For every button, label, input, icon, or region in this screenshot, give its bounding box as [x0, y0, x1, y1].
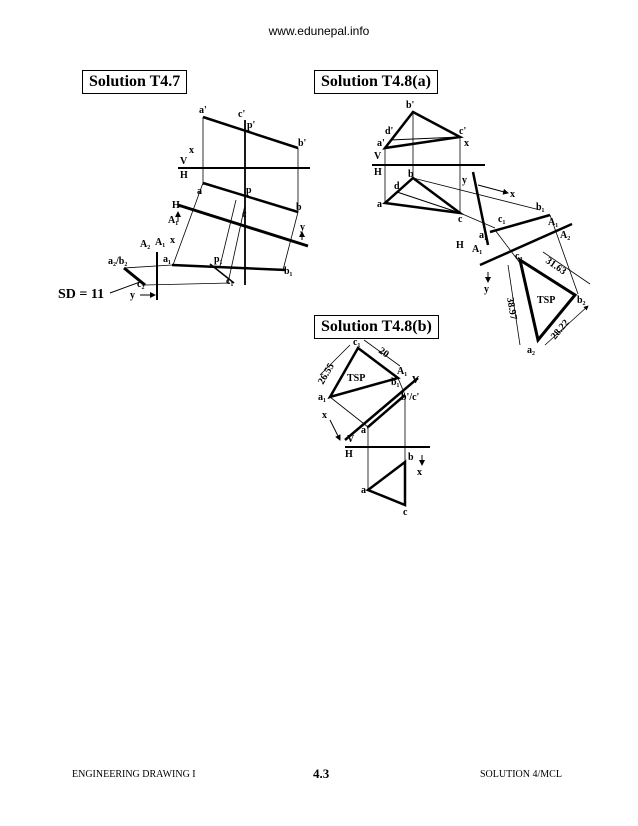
label-p-prime: p': [247, 120, 256, 131]
label-a: a: [197, 186, 202, 197]
footer-left: ENGINEERING DRAWING I: [72, 769, 196, 780]
label-b: b: [408, 452, 414, 463]
label-c: c: [242, 209, 247, 220]
label-b-prime: b': [298, 138, 307, 149]
label-tsp: TSP: [537, 295, 555, 306]
page-number: 4.3: [313, 766, 330, 781]
label-tsp: TSP: [347, 373, 365, 384]
label-a: a: [377, 199, 382, 210]
label-c: c: [458, 214, 463, 225]
label-a1-lower: a₁: [163, 254, 171, 265]
label-b-prime: b': [406, 100, 415, 111]
label-b1: b₁: [284, 266, 293, 277]
label-c1: c₁: [498, 214, 505, 225]
label-x2: x: [510, 189, 515, 200]
label-y: y: [300, 222, 305, 233]
label-h: H: [345, 449, 353, 460]
label-y2: y: [130, 290, 135, 301]
label-v: V: [412, 375, 420, 386]
label-A1: A₁: [397, 366, 407, 377]
label-a: a: [361, 485, 366, 496]
title-solution-t4-8a: Solution T4.8(a): [314, 70, 438, 94]
label-a2b2: a₂/b₂: [108, 256, 127, 267]
label-dim-26-55: 26.55: [316, 362, 337, 387]
label-y: y: [462, 175, 467, 186]
label-a-prime: a': [199, 105, 207, 116]
label-a-prime: a': [377, 138, 385, 149]
drawing-t4-8a: [372, 110, 591, 346]
label-x: x: [464, 138, 469, 149]
label-c2: c₂: [137, 279, 144, 290]
label-A1b: A₁: [155, 237, 165, 248]
drawing-t4-8b: [319, 339, 430, 507]
label-p: p: [246, 185, 252, 196]
label-x: x: [322, 410, 327, 421]
label-a1: A₁: [168, 215, 178, 226]
label-c1: c₁: [353, 337, 360, 348]
label-b: b: [296, 202, 302, 213]
label-v: V: [180, 156, 188, 167]
label-dim-31-63: 31.63: [543, 255, 568, 277]
label-A2: A₂: [560, 230, 570, 241]
label-b1: b₁: [391, 377, 400, 388]
label-x2: x: [170, 235, 175, 246]
label-b: b: [408, 169, 414, 180]
label-h2: H: [172, 200, 180, 211]
label-h: H: [374, 167, 382, 178]
label-h2: H: [456, 240, 464, 251]
label-A1: A₁: [548, 217, 558, 228]
label-a1: a₁: [318, 392, 326, 403]
label-bc-prime: b'/c': [401, 392, 420, 403]
label-p1: p₁: [214, 254, 223, 265]
label-A2: A₂: [140, 239, 150, 250]
label-h: H: [180, 170, 188, 181]
labels-t4-8b: c₁ 20 26.55 A₁ V TSP b₁ a₁ b'/c' x a' V …: [316, 337, 422, 518]
label-A1b: A₁: [472, 244, 482, 255]
label-c1: c₁: [226, 276, 233, 287]
label-x2: x: [417, 467, 422, 478]
label-c-prime: c': [459, 126, 466, 137]
website-url[interactable]: www.edunepal.info: [268, 24, 370, 38]
label-sd: SD = 11: [58, 287, 104, 302]
label-a1: a₁: [479, 230, 487, 241]
label-a2: a₂: [527, 345, 535, 356]
drawing-t4-7: [109, 115, 310, 300]
title-solution-t4-8b: Solution T4.8(b): [314, 315, 439, 339]
label-b2: b₂: [577, 295, 586, 306]
labels-t4-8a: b' d' c' a' x V H b d a c y x b₁ c₁ A₁ A…: [374, 100, 586, 356]
label-b1: b₁: [536, 202, 545, 213]
label-v2: V: [347, 434, 355, 445]
label-v: V: [374, 151, 382, 162]
label-c-prime: c': [238, 109, 245, 120]
label-c2: c₂: [515, 251, 522, 262]
label-dim-38-97: 38.97: [504, 297, 519, 321]
title-solution-t4-7: Solution T4.7: [82, 70, 188, 94]
labels-t4-7: a' c' p' b' x V H a p b c H A₁ x y A₂ A₁…: [58, 105, 307, 302]
label-a-prime: a': [361, 425, 369, 436]
footer-right: SOLUTION 4/MCL: [480, 769, 562, 780]
label-x: x: [189, 145, 194, 156]
label-d-prime: d': [385, 126, 394, 137]
label-y2: y: [484, 284, 489, 295]
label-c: c: [403, 507, 408, 518]
label-d: d: [394, 181, 400, 192]
